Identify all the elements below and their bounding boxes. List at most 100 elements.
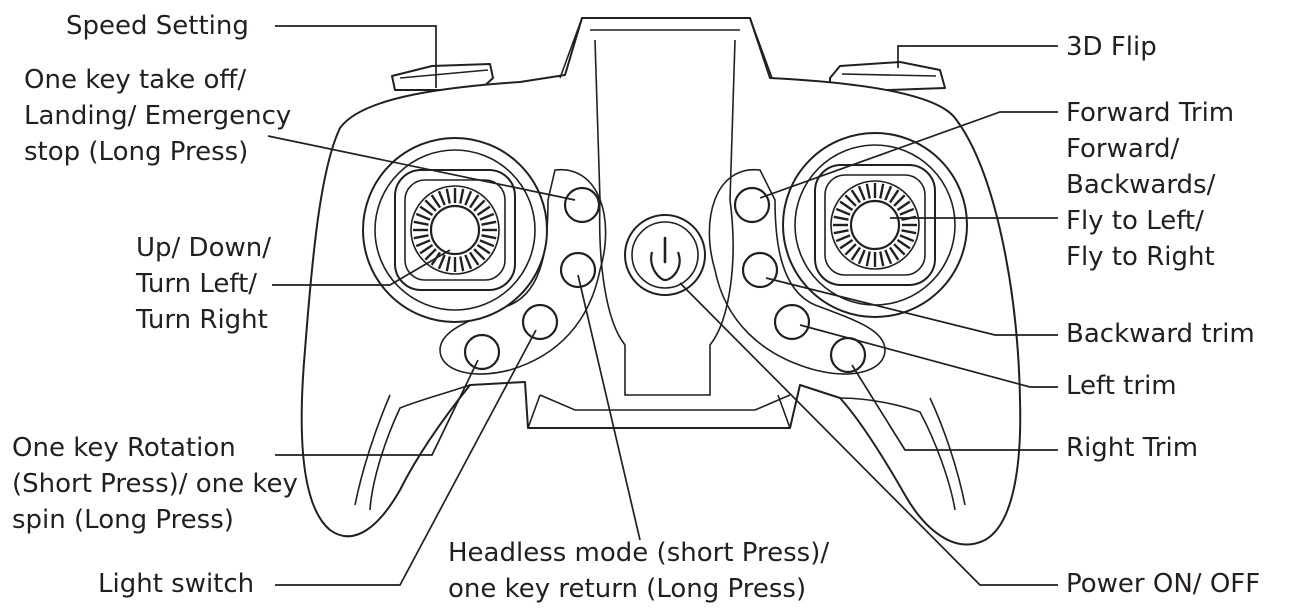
grip-ridge: [459, 256, 465, 272]
label-right-trim: Right Trim: [1066, 433, 1199, 463]
center-panel: [527, 199, 791, 429]
antenna-handle: [559, 17, 773, 201]
grip-ridge: [479, 239, 495, 248]
leader-takeoff: [267, 135, 576, 201]
grip-ridge: [844, 243, 857, 256]
grip-ridge: [865, 183, 871, 199]
grip-ridge: [469, 251, 480, 266]
grip-ridge: [473, 248, 486, 261]
label-left-trim: Left trim: [1066, 371, 1177, 401]
label-backward-trim: Backward trim: [1066, 319, 1255, 349]
power-icon: [650, 236, 681, 282]
grip-ridge: [893, 194, 906, 207]
grip-ridge: [850, 246, 861, 261]
grip-ridge: [896, 200, 911, 211]
label-forward-trim: Forward Trim: [1066, 98, 1235, 128]
grip-ridge: [833, 215, 849, 221]
grip-ridge: [839, 200, 854, 211]
grip-ridge: [445, 188, 451, 204]
backward-trim-button: [741, 251, 779, 289]
joystick-icon: [833, 183, 917, 267]
leader-up-down: [272, 249, 451, 286]
grip-ridge: [857, 185, 866, 201]
grip-ridge: [476, 244, 491, 255]
left-trim-button: [773, 303, 811, 341]
right-joystick: [782, 132, 968, 318]
left-grip: [354, 384, 471, 511]
grip-ridge: [459, 188, 465, 204]
leader-rotation: [275, 359, 479, 456]
grip-ridge: [893, 243, 906, 256]
label-3d-flip: 3D Flip: [1066, 32, 1157, 62]
grip-ridge: [835, 207, 851, 216]
grip-ridge: [415, 239, 431, 248]
grip-ridge: [464, 190, 473, 206]
grip-ridge: [857, 249, 866, 265]
grip-ridge: [901, 229, 917, 235]
label-rotation: One key Rotation (Short Press)/ one key …: [12, 433, 298, 535]
power-button: [624, 214, 706, 296]
leader-forward-trim: [759, 111, 1058, 199]
grip-ridge: [437, 190, 446, 206]
grip-ridge: [896, 239, 911, 250]
grip-ridge: [424, 199, 437, 212]
label-speed-setting: Speed Setting: [66, 11, 249, 41]
grip-ridge: [476, 205, 491, 216]
grip-ridge: [464, 254, 473, 270]
grip-ridge: [850, 189, 861, 204]
grip-ridge: [437, 254, 446, 270]
label-right-stick: Forward/ Backwards/ Fly to Left/ Fly to …: [1066, 134, 1216, 272]
grip-ridge: [415, 212, 431, 221]
grip-ridge: [865, 251, 871, 267]
grip-ridge: [473, 199, 486, 212]
light-switch-button: [521, 303, 559, 341]
leader-power: [679, 282, 1058, 586]
grip-ridge: [413, 220, 429, 226]
leader-speed-setting: [275, 25, 437, 88]
grip-ridge: [899, 207, 915, 216]
grip-ridge: [879, 183, 885, 199]
grip-ridge: [844, 194, 857, 207]
leader-3d-flip: [897, 45, 1058, 68]
leader-lines: [267, 25, 1058, 586]
label-power: Power ON/ OFF: [1066, 569, 1261, 599]
grip-ridge: [481, 234, 497, 240]
grip-ridge: [884, 185, 893, 201]
right-trim-button: [829, 336, 867, 374]
grip-ridge: [481, 220, 497, 226]
leader-backward-trim: [765, 277, 1058, 336]
takeoff-button: [563, 186, 601, 224]
grip-ridge: [419, 244, 434, 255]
grip-ridge: [419, 205, 434, 216]
label-headless: Headless mode (short Press)/ one key ret…: [448, 538, 830, 604]
grip-ridge: [445, 256, 451, 272]
grip-ridge: [899, 234, 915, 243]
label-light-switch: Light switch: [98, 569, 255, 599]
forward-trim-button: [733, 186, 771, 224]
grip-ridge: [469, 194, 480, 209]
leader-right-trim: [851, 364, 1058, 451]
grip-ridge: [879, 251, 885, 267]
headless-button: [559, 251, 597, 289]
left-joystick: [362, 137, 548, 323]
grip-ridge: [839, 239, 854, 250]
grip-ridge: [430, 194, 441, 209]
grip-ridge: [424, 248, 437, 261]
grip-ridge: [889, 189, 900, 204]
grip-ridge: [479, 212, 495, 221]
grip-ridge: [884, 249, 893, 265]
rotation-button: [463, 333, 501, 371]
grip-ridge: [835, 234, 851, 243]
grip-ridge: [889, 246, 900, 261]
left-button-pod: [439, 169, 607, 375]
grip-ridge: [833, 229, 849, 235]
leader-left-trim: [799, 324, 1058, 388]
right-button-pod: [708, 169, 886, 375]
leader-headless: [577, 274, 641, 541]
joystick-icon: [413, 188, 497, 272]
label-takeoff: One key take off/ Landing/ Emergency sto…: [24, 65, 292, 167]
leader-light-switch: [275, 329, 537, 586]
grip-ridge: [413, 234, 429, 240]
label-up-down: Up/ Down/ Turn Left/ Turn Right: [136, 233, 271, 335]
